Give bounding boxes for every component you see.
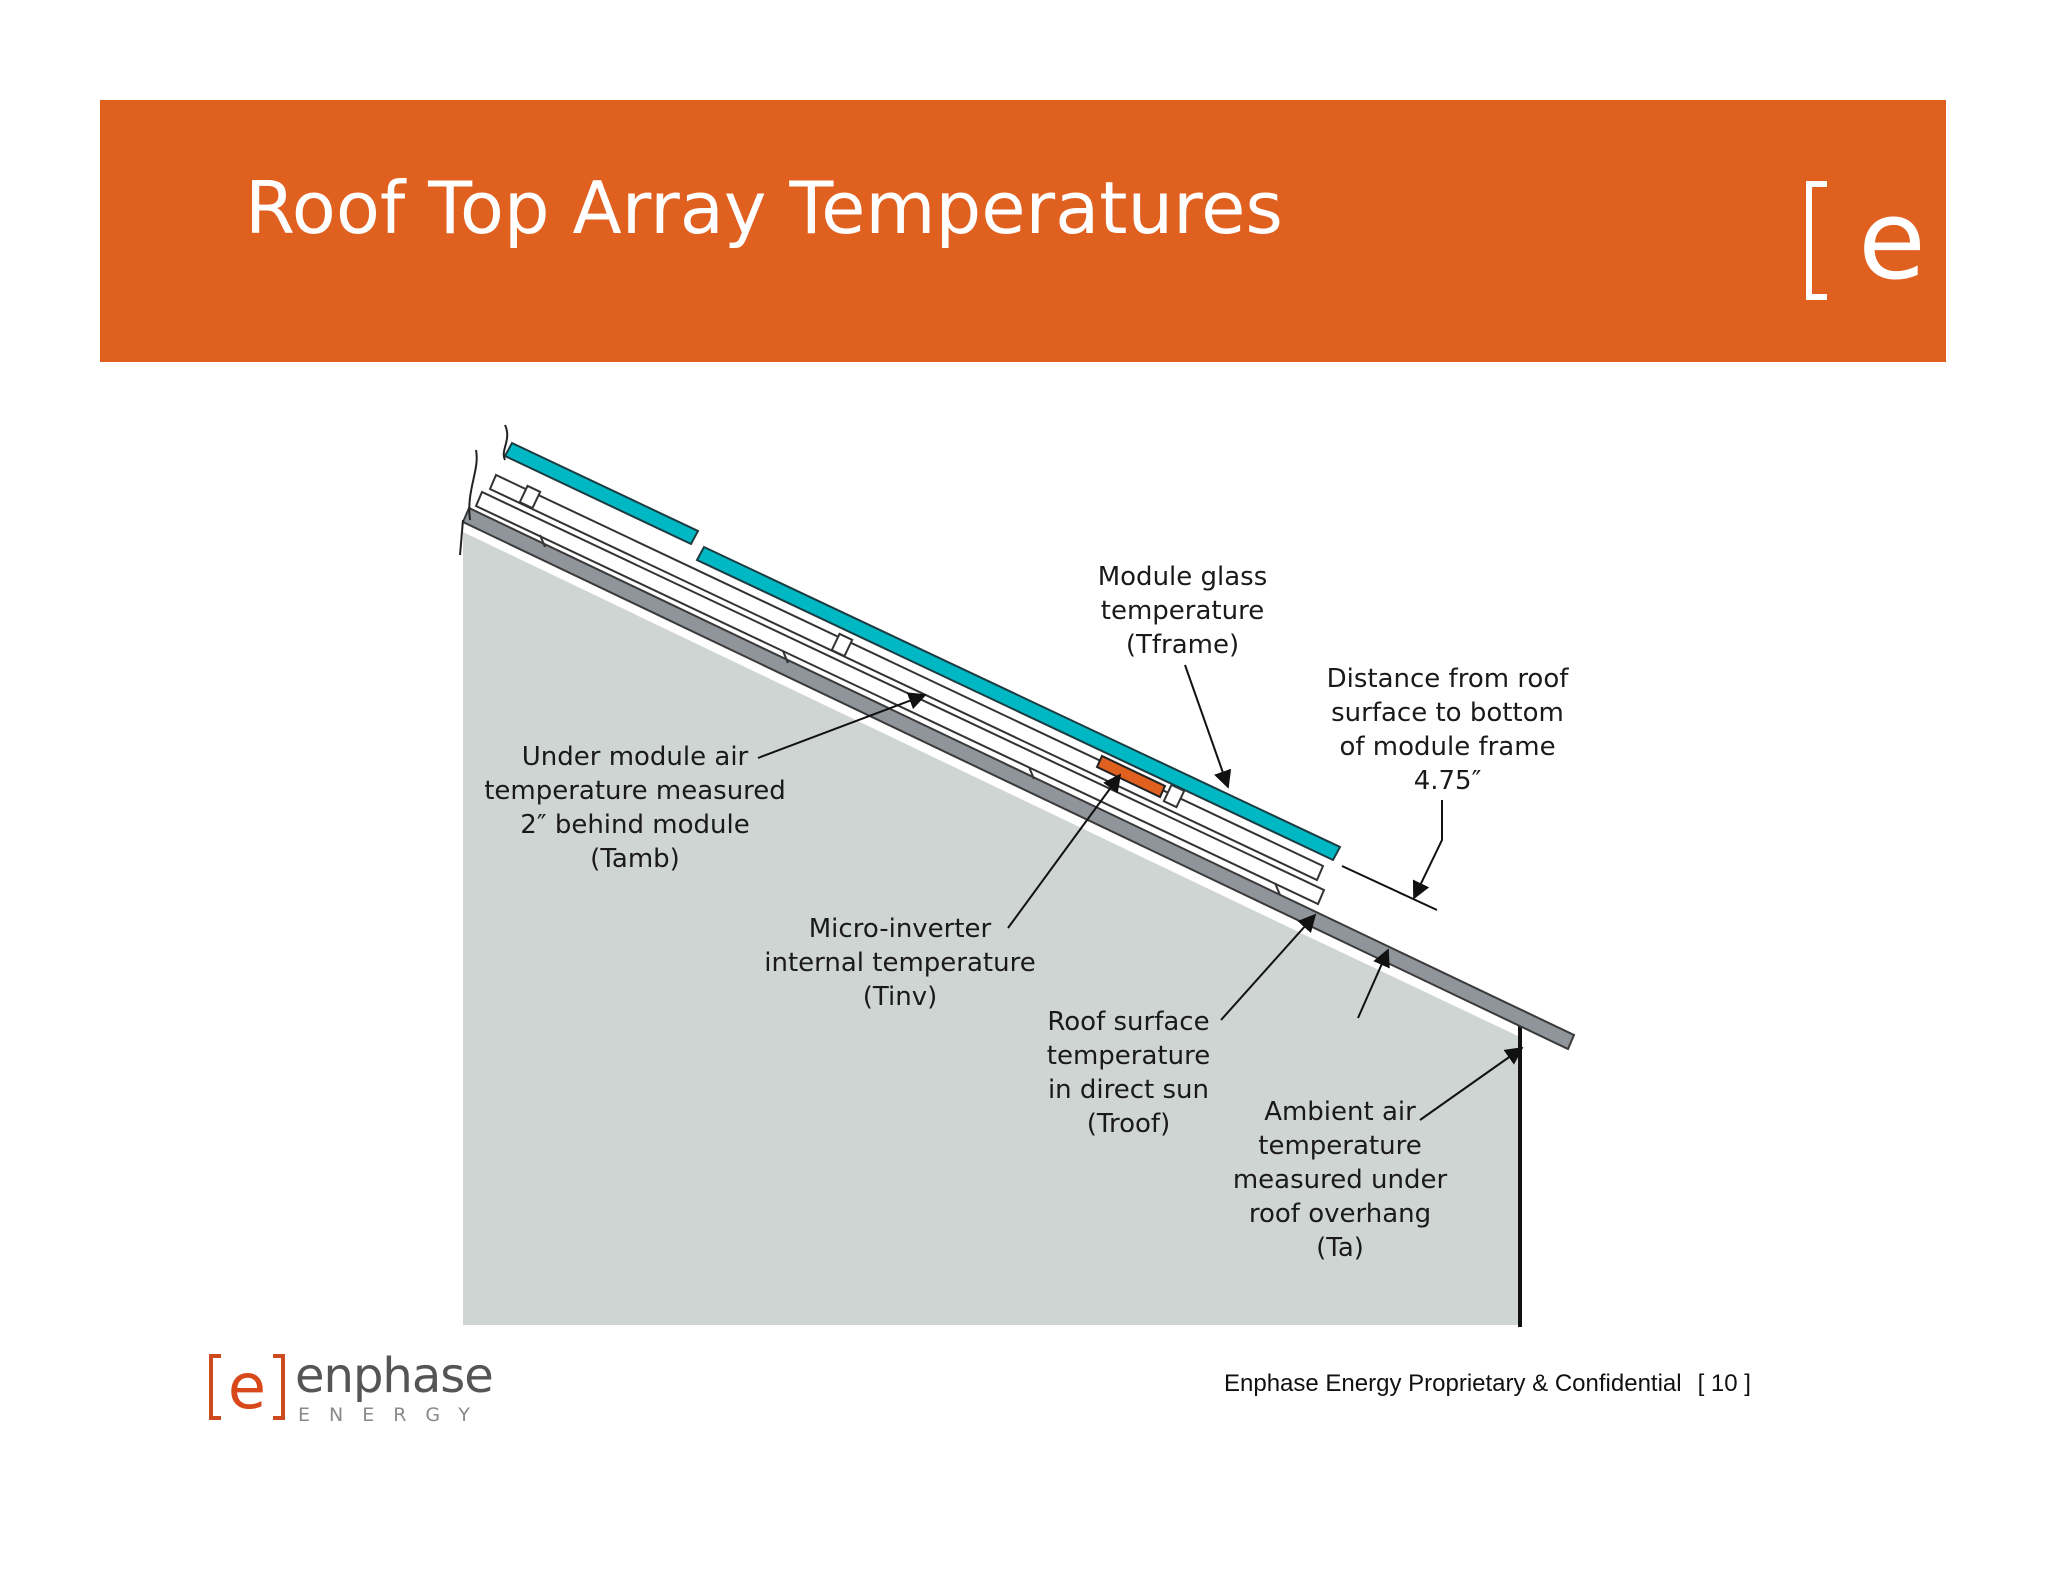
footer-note: Enphase Energy Proprietary & Confidentia… [1224, 1370, 1751, 1398]
rail-clips [518, 484, 1281, 896]
label-tinv: Micro-inverter internal temperature (Tin… [764, 914, 1036, 1012]
label-tamb: Under module air temperature measured 2″… [484, 742, 786, 874]
enphase-logo-icon: e [1806, 178, 1979, 303]
building-wall-area [463, 532, 1520, 1325]
roof-deck [461, 506, 1576, 1051]
footer-brand-sub: ENERGY [298, 1404, 489, 1426]
svg-text:e: e [1858, 178, 1926, 303]
micro-inverter [1095, 754, 1167, 799]
label-ta: Ambient air temperature measured under r… [1232, 1097, 1448, 1263]
footer-brand: enphase [295, 1348, 494, 1404]
enphase-footer-logo-icon: e [209, 1352, 285, 1422]
confidential-notice: Enphase Energy Proprietary & Confidentia… [1224, 1370, 1682, 1397]
mounting-rail-lower [474, 490, 1326, 906]
roof-cut-edge [459, 424, 509, 556]
label-distance: Distance from roof surface to bottom of … [1326, 664, 1569, 796]
leader-lines [757, 664, 1524, 1121]
header-band: Roof Top Array Temperatures e [100, 100, 1979, 362]
label-tframe: Module glass temperature (Tframe) [1097, 562, 1268, 660]
pv-module-left [503, 441, 700, 546]
slide-title: Roof Top Array Temperatures [245, 166, 1283, 250]
svg-text:e: e [228, 1352, 266, 1422]
pv-module-right [695, 545, 1342, 862]
page-number: [ 10 ] [1697, 1370, 1751, 1397]
dimension-line [1341, 865, 1438, 911]
label-troof: Roof surface temperature in direct sun (… [1046, 1007, 1211, 1139]
